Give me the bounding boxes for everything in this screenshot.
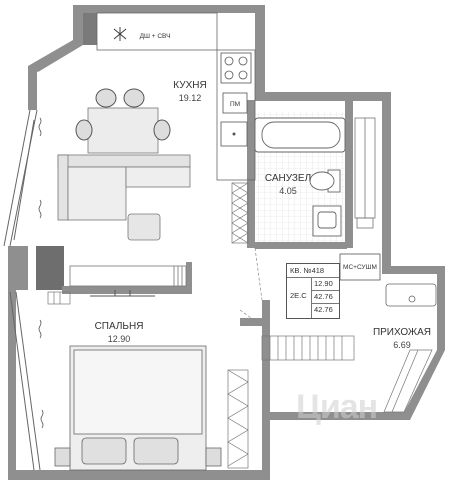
fridge-icon <box>113 27 127 41</box>
radiators <box>38 117 44 429</box>
toilet <box>309 169 341 193</box>
tv-stand <box>69 265 187 287</box>
sofa <box>57 154 191 221</box>
kitchen-cabinet-top <box>96 12 218 51</box>
bedroom-window <box>9 291 41 471</box>
stove <box>220 52 252 84</box>
watermark-logo: Циан <box>296 388 378 426</box>
bedroom-shelf <box>47 291 71 305</box>
bathroom-sink <box>312 205 342 237</box>
bathtub <box>254 117 346 153</box>
hallway-area: 6.69 <box>393 340 411 350</box>
hallway-cabinet <box>383 349 433 413</box>
kitchen-name: КУХНЯ <box>173 80 207 91</box>
kitchen-label: КУХНЯ 19.12 <box>165 80 215 104</box>
apartment-info-table: КВ. №418 2Е.С 12.90 42.76 42.76 <box>286 263 340 319</box>
apartment-number: КВ. №418 <box>290 266 325 275</box>
hallway-closet <box>261 335 355 361</box>
bathroom-area: 4.05 <box>279 186 297 196</box>
dining-set <box>75 88 171 154</box>
dishwasher-label: ПМ <box>229 101 241 108</box>
hallway-console <box>385 283 437 307</box>
apartment-type: 2Е.С <box>290 291 307 300</box>
apartment-total-area-2: 42.76 <box>314 305 333 314</box>
hallway-wardrobe <box>354 117 376 229</box>
hallway-label: ПРИХОЖАЯ 6.69 <box>366 327 438 351</box>
bedroom-label: СПАЛЬНЯ 12.90 <box>86 321 152 345</box>
bedroom-tv <box>90 290 155 297</box>
washer-dryer-box <box>339 253 381 281</box>
bathroom-name: САНУЗЕЛ <box>264 173 312 184</box>
kitchen-sink <box>220 121 248 147</box>
washer-dryer-label: МС+СУШМ <box>343 264 377 271</box>
bedroom-wardrobe <box>227 369 249 469</box>
hallway-name: ПРИХОЖАЯ <box>372 327 432 338</box>
kitchen-area: 19.12 <box>178 93 202 103</box>
bathroom-label: САНУЗЕЛ 4.05 <box>258 173 318 197</box>
shower-dryer-label: ДШ + СВЧ <box>139 33 171 40</box>
kitchen-cabinet-shelf <box>216 49 256 181</box>
kitchen-wall-cabinets <box>231 182 249 244</box>
bedroom-area: 12.90 <box>107 334 131 344</box>
apartment-total-area: 42.76 <box>314 292 333 301</box>
door-lines <box>239 247 263 327</box>
bedroom-name: СПАЛЬНЯ <box>94 321 144 332</box>
apartment-living-area: 12.90 <box>314 279 333 288</box>
tv-stand-books <box>173 266 183 286</box>
ottoman <box>127 213 161 241</box>
stove-burners-icon <box>224 56 248 80</box>
walls <box>8 5 445 480</box>
sink-drain-icon <box>232 132 236 136</box>
kitchen-window <box>3 109 38 247</box>
bed <box>54 345 222 471</box>
dishwasher <box>222 92 248 114</box>
